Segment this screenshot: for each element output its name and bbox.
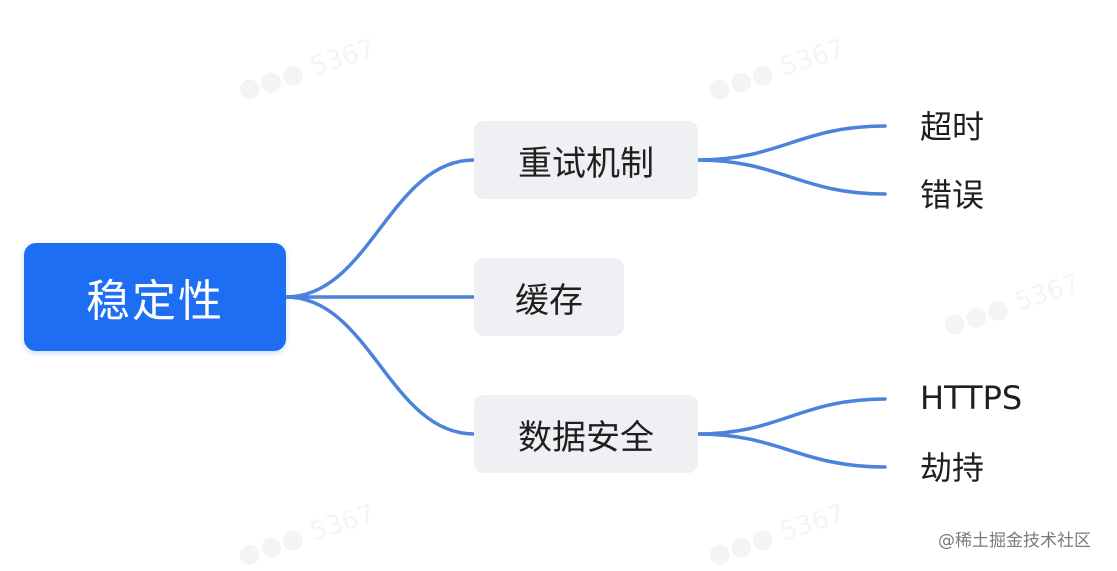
branch-node-data-security[interactable]: 数据安全 [474,395,698,473]
leaf-node-hijack[interactable]: 劫持 [920,449,985,487]
connector-root-to-security [284,295,476,436]
leaf-node-https[interactable]: HTTPS [920,379,1023,417]
root-node-stability[interactable]: 稳定性 [24,243,286,351]
branch-node-retry-mechanism[interactable]: 重试机制 [474,121,698,199]
branch-node-cache[interactable]: 缓存 [474,258,624,336]
connector-retry-to-error [696,158,887,196]
connector-security-to-hijack [696,432,887,469]
leaf-node-timeout[interactable]: 超时 [920,108,985,146]
connector-root-to-retry [284,158,476,299]
source-credit: @稀土掘金技术社区 [938,531,1091,551]
connector-retry-to-timeout [696,124,887,162]
connector-security-to-https [696,397,887,436]
leaf-node-error[interactable]: 错误 [920,176,985,214]
